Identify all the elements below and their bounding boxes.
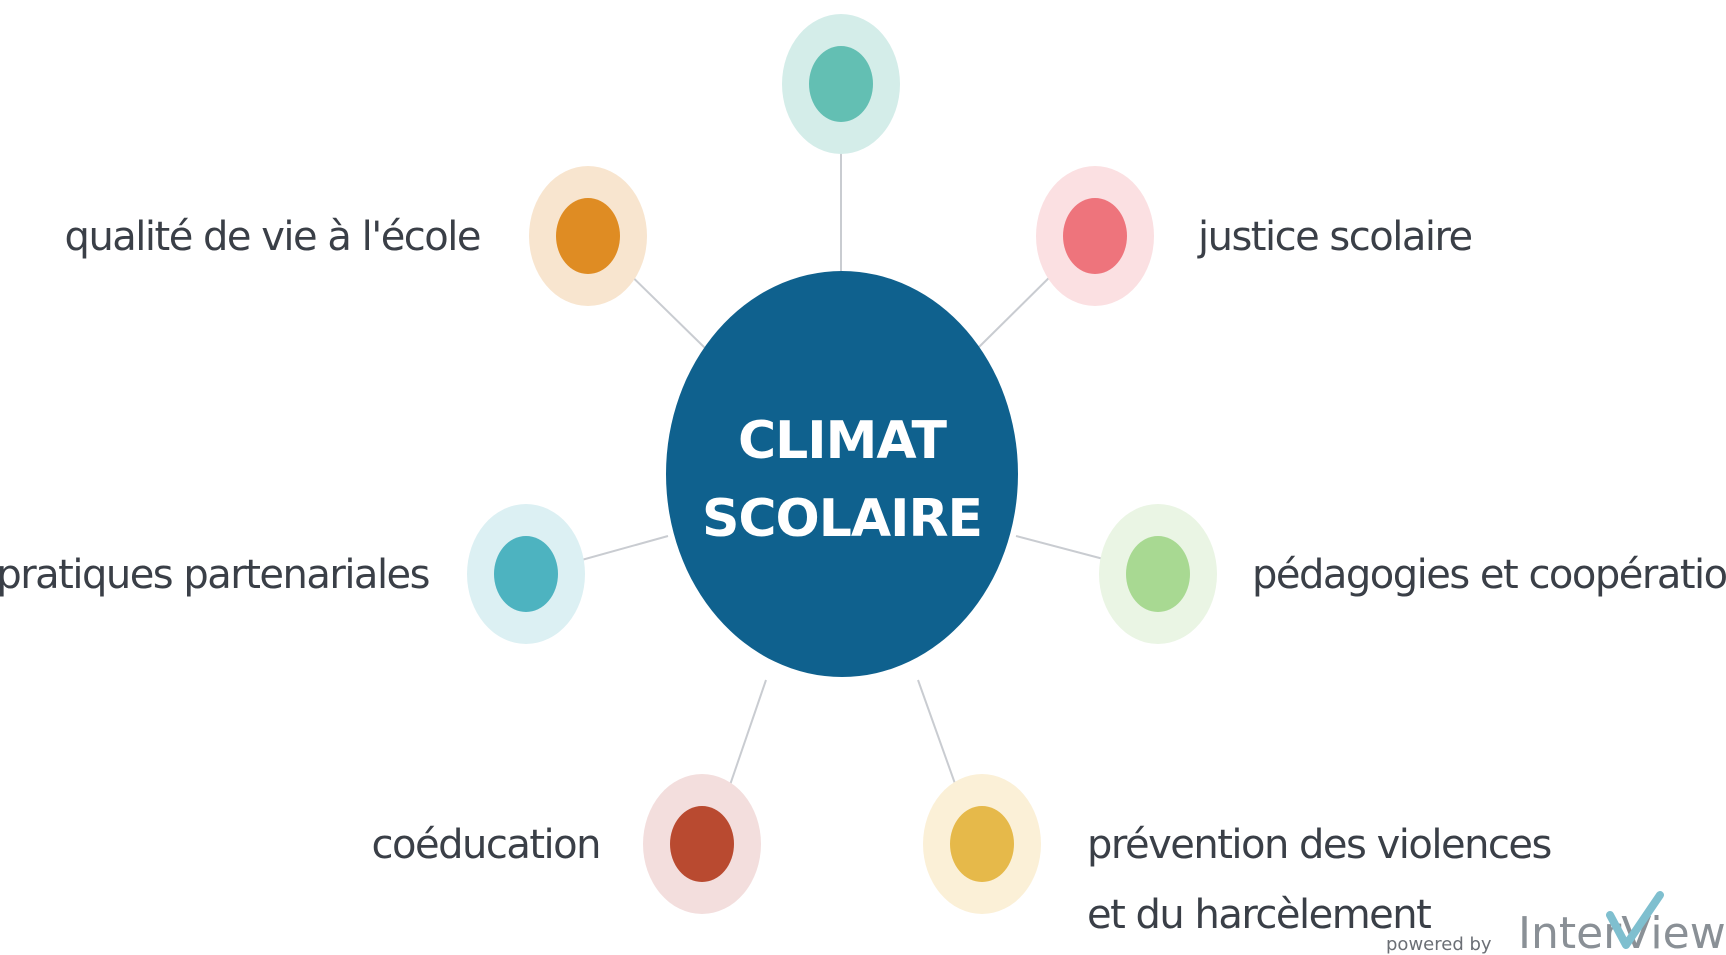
node-pedagogies-label: pédagogies et coopération (1252, 552, 1726, 598)
center-circle (666, 271, 1018, 677)
watermark: powered by InterView (1386, 891, 1726, 955)
node-prevention-dot (950, 806, 1014, 882)
node-top-dot (809, 46, 873, 122)
node-pratiques-dot (494, 536, 558, 612)
center-title-line2: SCOLAIRE (702, 489, 982, 549)
center-node: CLIMAT SCOLAIRE (666, 271, 1018, 677)
node-prevention-label-line2: et du harcèlement (1087, 892, 1431, 938)
node-qualite-label: qualité de vie à l'école (65, 214, 480, 260)
node-justice-dot (1063, 198, 1127, 274)
center-title-line1: CLIMAT (738, 411, 948, 471)
node-coeducation: coéducation (372, 774, 761, 914)
watermark-prefix: powered by (1386, 934, 1492, 955)
check-icon (1606, 891, 1664, 949)
node-prevention-label-line1: prévention des violences (1087, 822, 1551, 868)
node-pratiques: pratiques partenariales (0, 504, 585, 644)
node-justice-label: justice scolaire (1197, 214, 1472, 260)
node-justice: justice scolaire (1036, 166, 1473, 306)
node-pratiques-label: pratiques partenariales (0, 552, 429, 598)
node-qualite-dot (556, 198, 620, 274)
node-coeducation-dot (670, 806, 734, 882)
node-pedagogies-dot (1126, 536, 1190, 612)
node-prevention: prévention des violences et du harcèleme… (923, 774, 1552, 938)
node-coeducation-label: coéducation (372, 822, 600, 868)
node-pedagogies: pédagogies et coopération (1099, 504, 1726, 644)
node-qualite: qualité de vie à l'école (65, 166, 647, 306)
node-top (782, 14, 900, 154)
